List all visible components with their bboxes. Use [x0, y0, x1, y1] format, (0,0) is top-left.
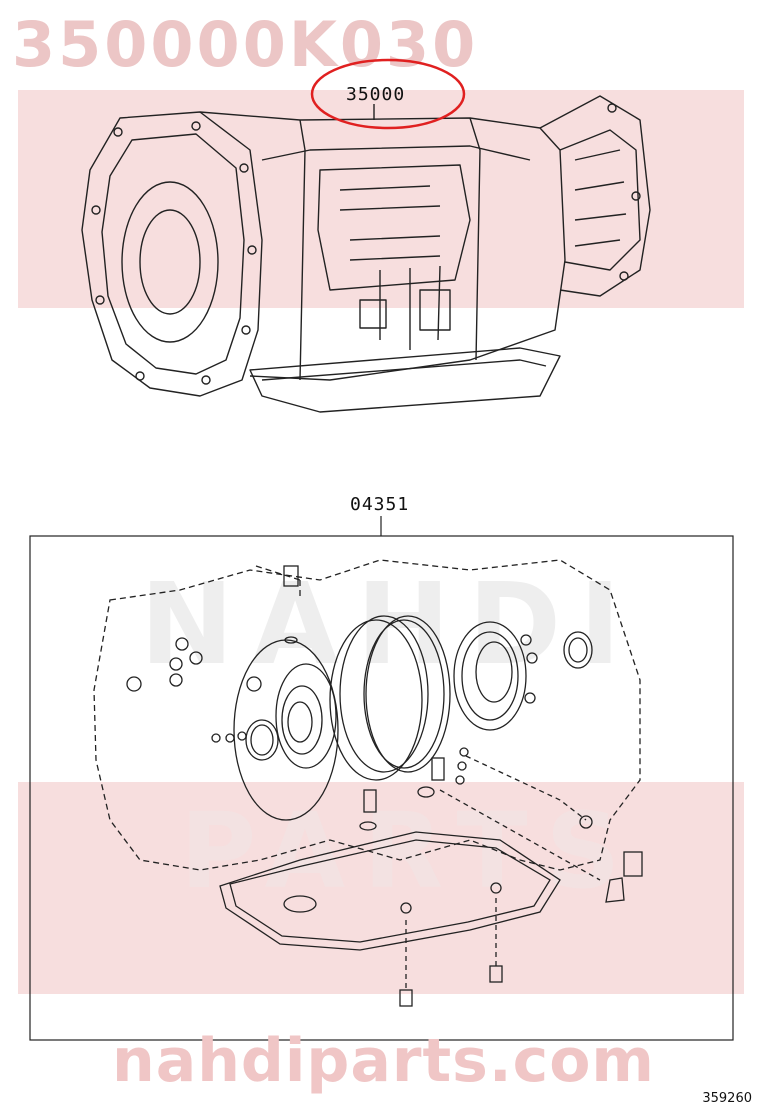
site-watermark: nahdiparts.com — [112, 1026, 655, 1096]
logo-watermark-nahdi: NAHDI — [140, 560, 639, 690]
transmission-assembly-drawing — [81, 95, 651, 413]
logo-watermark-parts: PARTS — [180, 790, 639, 912]
callout-gasket-kit: 04351 — [350, 494, 410, 515]
part-number-watermark: 350000K030 — [12, 8, 479, 81]
illustration-code: 359260 — [702, 1091, 752, 1106]
gasket-kit-frame — [29, 516, 734, 1041]
callout-transmission-assembly: 35000 — [346, 84, 406, 105]
highlight-circle — [310, 58, 466, 130]
gasket-kit-drawing — [93, 559, 643, 1007]
